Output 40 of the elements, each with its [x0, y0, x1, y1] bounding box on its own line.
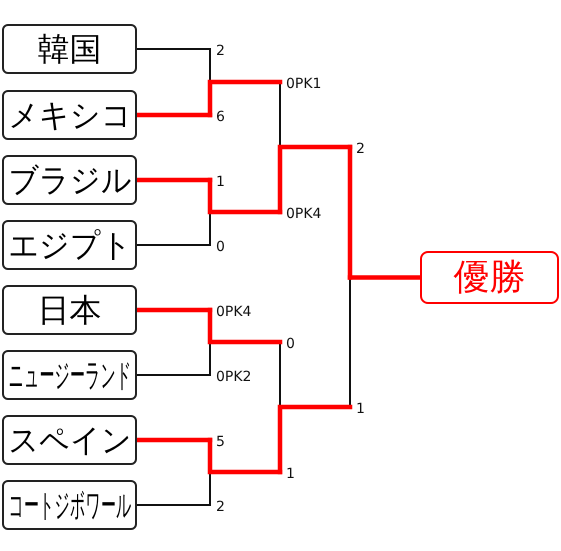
score-label: 0	[280, 336, 295, 352]
champion-label: 優勝	[454, 256, 526, 298]
score-label: 6	[210, 109, 225, 125]
bracket-line	[136, 374, 211, 376]
score-label: 1	[280, 466, 295, 482]
bracket-line	[348, 275, 422, 280]
team-box	[2, 480, 137, 530]
bracket-line	[278, 404, 352, 474]
bracket-line	[136, 244, 211, 246]
bracket-line	[136, 504, 211, 506]
team-name: エジプト	[8, 226, 131, 264]
team-name: ニュージーランド	[8, 356, 131, 394]
team-box	[2, 90, 137, 140]
score-label: 0PK1	[280, 76, 322, 92]
team-name: ブラジル	[8, 161, 131, 199]
score-label: 1	[210, 174, 225, 190]
score-label: 0PK4	[280, 206, 322, 222]
score-label: 5	[210, 434, 225, 450]
team-box	[2, 285, 137, 335]
team-name: コートジボワール	[8, 486, 131, 524]
team-box	[2, 155, 137, 205]
score-label: 0	[210, 239, 225, 255]
team-name: メキシコ	[8, 96, 131, 134]
champion-box	[420, 251, 559, 304]
bracket-line	[208, 80, 282, 118]
team-box	[2, 220, 137, 270]
team-box	[2, 415, 137, 465]
score-label: 1	[350, 401, 365, 417]
bracket-line	[136, 48, 211, 50]
score-label: 2	[210, 43, 225, 59]
score-label: 0PK2	[210, 369, 252, 385]
team-name: 韓国	[38, 30, 102, 68]
team-name: スペイン	[8, 421, 131, 459]
team-name: 日本	[38, 291, 102, 329]
bracket-line	[208, 308, 282, 344]
team-box	[2, 350, 137, 400]
score-label: 2	[210, 499, 225, 515]
team-box	[2, 24, 137, 74]
score-label: 2	[350, 141, 365, 157]
score-label: 0PK4	[210, 304, 252, 320]
